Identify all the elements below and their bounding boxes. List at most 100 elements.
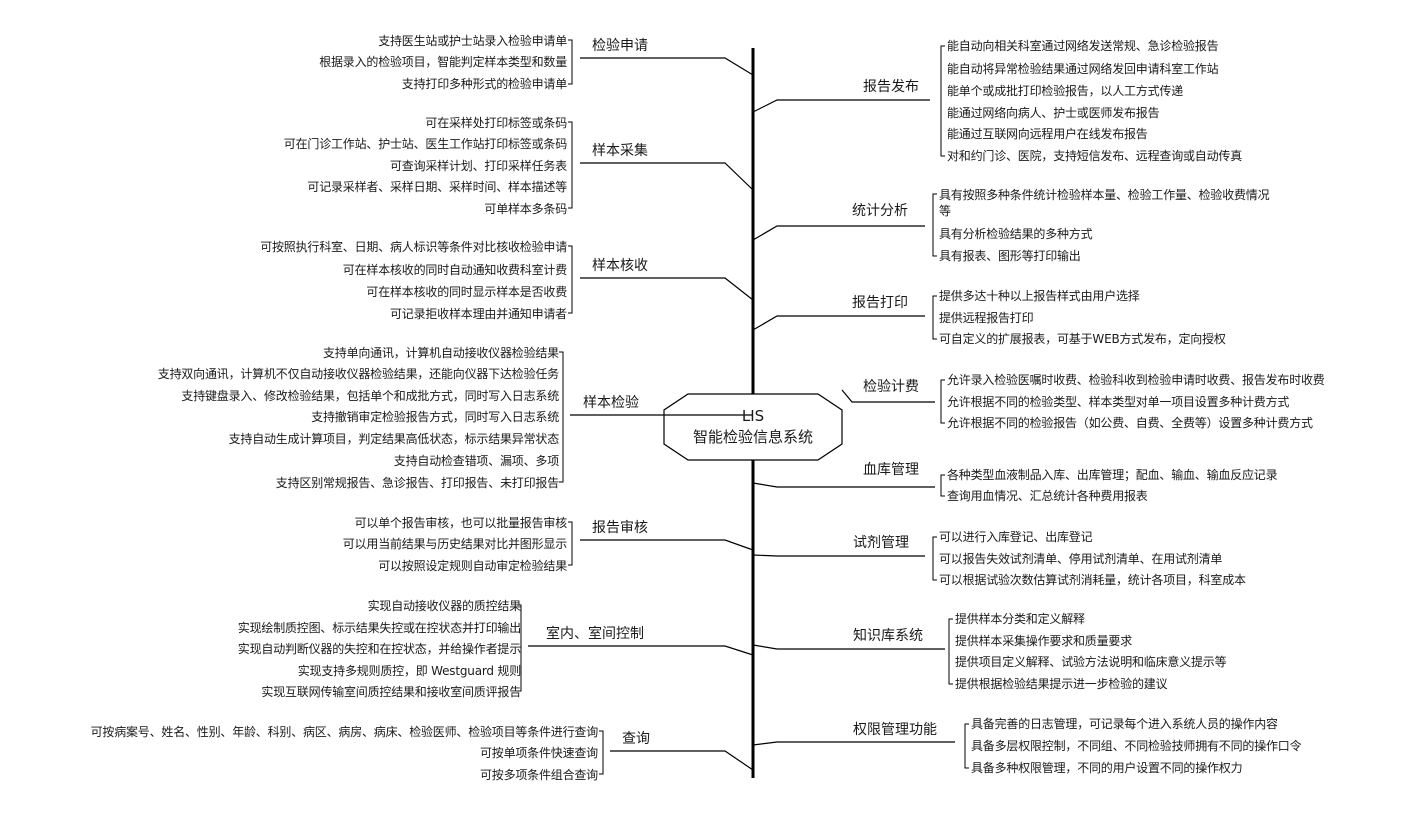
- branch-item: 可以按照设定规则自动审定检验结果: [378, 559, 567, 573]
- branch-item: 可在采样处打印标签或条码: [425, 116, 567, 130]
- central-topic-frame: [663, 393, 843, 461]
- branch-item: 能单个或成批打印检验报告，以人工方式传递: [947, 84, 1184, 98]
- branch-title-right-4: 血库管理: [863, 462, 919, 478]
- branch-item: 根据录入的检验项目，智能判定样本类型和数量: [319, 55, 567, 69]
- branch-item: 支持单向通讯，计算机自动接收仪器检验结果: [322, 346, 559, 360]
- branch-item: 支持撤销审定检验报告方式，同时写入日志系统: [311, 410, 559, 424]
- branch-item: 能自动向相关科室通过网络发送常规、急诊检验报告: [947, 39, 1219, 53]
- branch-item: 实现自动接收仪器的质控结果: [367, 599, 522, 613]
- branch-connector-left: [580, 57, 754, 76]
- branch-connector-right: [752, 225, 925, 241]
- branch-item: 具有分析检验结果的多种方式: [939, 227, 1093, 241]
- branch-title-left-4: 报告审核: [592, 520, 648, 536]
- branch-item: 提供项目定义解释、试验方法说明和临床意义提示等: [955, 655, 1227, 669]
- item-bracket-right: [964, 723, 969, 769]
- branch-item: 可在样本核收的同时自动通知收费科室计费: [342, 263, 567, 277]
- branch-item: 各种类型血液制品入库、出库管理；配血、输血、输血反应记录: [947, 468, 1278, 482]
- branch-item: 对和约门诊、医院，支持短信发布、远程查询或自动传真: [947, 149, 1243, 163]
- branch-title-left-2: 样本核收: [592, 258, 648, 274]
- item-bracket-left: [517, 604, 522, 692]
- item-bracket-right: [932, 193, 937, 257]
- branch-item: 支持医生站或护士站录入检验申请单: [378, 34, 567, 48]
- branch-connector-right: [752, 482, 935, 488]
- branch-item: 实现互联网传输室间质控结果和接收室间质评报告: [261, 685, 521, 699]
- branch-item: 具有按照多种条件统计检验样本量、检验工作量、检验收费情况等: [939, 188, 1270, 218]
- branch-title-right-6: 知识库系统: [853, 628, 923, 644]
- branch-title-left-5: 室内、室间控制: [546, 626, 644, 642]
- branch-connector-right: [752, 315, 925, 331]
- branch-item: 提供根据检验结果提示进一步检验的建议: [955, 677, 1168, 691]
- branch-item: 能通过互联网向远程用户在线发布报告: [947, 127, 1148, 141]
- branch-item: 可单样本多条码: [484, 202, 567, 216]
- branch-item: 实现绘制质控图、标示结果失控或在控状态并打印输出: [237, 621, 521, 635]
- branch-title-right-0: 报告发布: [863, 79, 919, 95]
- branch-item: 提供远程报告打印: [939, 311, 1034, 325]
- branch-item: 可以单个报告审核，也可以批量报告审核: [354, 516, 568, 530]
- branch-item: 支持区别常规报告、急诊报告、打印报告、未打印报告: [275, 476, 559, 490]
- branch-item: 能通过网络向病人、护士或医师发布报告: [947, 106, 1160, 120]
- branch-item: 允许录入检验医嘱时收费、检验科收到检验申请时收费、报告发布时收费: [947, 373, 1325, 387]
- branch-item: 可自定义的扩展报表，可基于WEB方式发布，定向授权: [939, 332, 1226, 346]
- branch-item: 支持打印多种形式的检验申请单: [401, 77, 567, 91]
- branch-item: 可以用当前结果与历史结果对比并图形显示: [342, 537, 567, 551]
- item-bracket-right: [932, 536, 937, 581]
- branch-title-right-2: 报告打印: [852, 295, 908, 311]
- branch-item: 实现支持多规则质控，即 Westguard 规则: [297, 664, 521, 678]
- branch-connector-left: [610, 750, 754, 771]
- item-bracket-right: [948, 618, 953, 685]
- branch-title-right-7: 权限管理功能: [853, 722, 937, 738]
- branch-item: 提供样本采集操作要求和质量要求: [955, 634, 1133, 648]
- branch-connector-left: [580, 539, 754, 551]
- branch-title-right-5: 试剂管理: [853, 535, 909, 551]
- branch-item: 可查询采样计划、打印采样任务表: [389, 159, 567, 173]
- branch-item: 能自动将异常检验结果通过网络发回申请科室工作站: [947, 62, 1219, 76]
- branch-item: 可按单项条件快速查询: [479, 746, 598, 760]
- branch-item: 支持键盘录入、修改检验结果，包括单个和成批方式，同时写入日志系统: [181, 389, 559, 403]
- branch-item: 可以进行入库登记、出库登记: [939, 530, 1093, 544]
- branch-item: 可按照执行科室、日期、病人标识等条件对比核收检验申请: [260, 240, 567, 254]
- branch-item: 可按病案号、姓名、性别、年龄、科别、病区、病房、病床、检验医师、检验项目等条件进…: [90, 725, 599, 739]
- branch-connector-right: [752, 99, 930, 113]
- branch-item: 支持双向通讯，计算机不仅自动接收仪器检验结果，还能向仪器下达检验任务: [157, 367, 559, 381]
- branch-item: 可以根据试验次数估算试剂消耗量，统计各项目，科室成本: [939, 573, 1246, 587]
- branch-connector-right: [752, 644, 945, 650]
- branch-item: 具有报表、图形等打印输出: [939, 249, 1081, 263]
- branch-connector-left: [580, 277, 754, 301]
- branch-item: 提供样本分类和定义解释: [955, 612, 1085, 626]
- branch-item: 具备多种权限管理，不同的用户设置不同的操作权力: [971, 761, 1243, 775]
- branch-item: 可以报告失效试剂清单、停用试剂清单、在用试剂清单: [939, 552, 1223, 566]
- item-bracket-right: [932, 295, 937, 340]
- branch-item: 可在样本核收的同时显示样本是否收费: [366, 285, 567, 299]
- central-topic: LIS 智能检验信息系统: [664, 394, 842, 460]
- branch-title-left-0: 检验申请: [592, 38, 648, 54]
- branch-item: 可记录采样者、采样日期、采样时间、样本描述等: [307, 180, 567, 194]
- item-bracket-left: [568, 39, 573, 85]
- item-bracket-left: [599, 730, 604, 775]
- branch-item: 允许根据不同的检验类型、样本类型对单一项目设置多种计费方式: [947, 395, 1290, 409]
- branch-item: 提供多达十种以上报告样式由用户选择: [939, 289, 1140, 303]
- branch-item: 实现自动判断仪器的失控和在控状态，并给操作者提示: [237, 642, 521, 656]
- item-bracket-left: [568, 521, 573, 566]
- item-bracket-left: [568, 245, 573, 314]
- branch-item: 支持自动检查错项、漏项、多项: [393, 454, 559, 468]
- branch-title-right-3: 检验计费: [863, 379, 919, 395]
- branch-item: 可按多项条件组合查询: [479, 768, 598, 782]
- item-bracket-right: [940, 474, 945, 497]
- branch-connector-right: [752, 554, 925, 557]
- branch-title-left-3: 样本检验: [583, 395, 639, 411]
- branch-connector-left: [528, 645, 754, 656]
- branch-title-right-1: 统计分析: [852, 203, 908, 219]
- item-bracket-left: [568, 121, 573, 209]
- item-bracket-right: [940, 45, 945, 157]
- branch-item: 具备多层权限控制，不同组、不同检验技师拥有不同的操作口令: [971, 739, 1302, 753]
- branch-connector-right: [841, 389, 935, 403]
- branch-connector-left: [580, 162, 754, 191]
- item-bracket-left: [559, 351, 564, 483]
- central-topic-line1: LIS: [741, 407, 765, 425]
- branch-item: 允许根据不同的检验报告（如公费、自费、全费等）设置多种计费方式: [947, 416, 1313, 430]
- branch-item: 查询用血情况、汇总统计各种费用报表: [947, 489, 1148, 503]
- central-topic-line2: 智能检验信息系统: [692, 428, 813, 446]
- branch-title-left-1: 样本采集: [592, 143, 648, 159]
